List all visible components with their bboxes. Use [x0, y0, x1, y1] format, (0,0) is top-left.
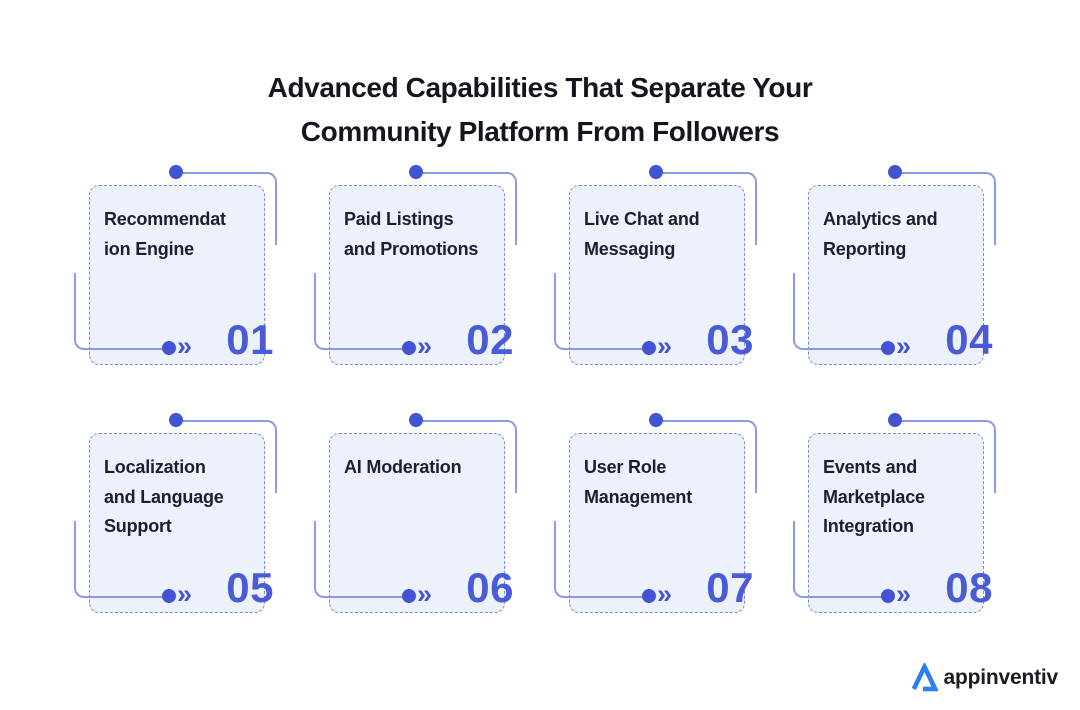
card-label: User Role Management	[584, 457, 693, 507]
card-label: AI Moderation	[344, 457, 462, 477]
card-label: Analytics and Reporting	[823, 209, 938, 259]
brand-name: appinventiv	[943, 665, 1059, 689]
double-chevron-icon: »	[417, 331, 433, 361]
card-number: 07	[706, 564, 754, 611]
connector-line-bottom	[554, 521, 651, 598]
double-chevron-icon: »	[896, 579, 912, 609]
page-title: Advanced Capabilities That Separate Your…	[0, 66, 1080, 154]
connector-line-top	[656, 172, 757, 245]
connector-line-bottom	[74, 521, 171, 598]
connector-dot-icon	[888, 413, 902, 427]
connector-dot-icon	[642, 589, 656, 603]
card-label: Live Chat and Messaging	[584, 209, 700, 259]
card-label: Localization and Language Support	[104, 457, 224, 536]
double-chevron-icon: »	[896, 331, 912, 361]
capability-card-04: » Analytics and Reporting 04	[793, 165, 996, 365]
connector-line-top	[895, 172, 996, 245]
capability-card-07: » User Role Management 07	[554, 413, 757, 613]
connector-dot-icon	[649, 165, 663, 179]
connector-dot-icon	[649, 413, 663, 427]
double-chevron-icon: »	[177, 579, 193, 609]
appinventiv-triangle-icon	[911, 663, 938, 692]
connector-line-bottom	[314, 273, 411, 350]
card-box	[808, 433, 984, 613]
capability-card-08: » Events and Marketplace Integration 08	[793, 413, 996, 613]
card-box	[329, 185, 505, 365]
card-number: 02	[466, 316, 514, 363]
connector-line-top	[656, 420, 757, 493]
connector-dot-icon	[409, 413, 423, 427]
card-box	[569, 433, 745, 613]
page-title-line-2: Community Platform From Followers	[300, 115, 780, 147]
connector-line-bottom	[314, 521, 411, 598]
card-label: Recommendat ion Engine	[104, 209, 226, 259]
capability-card-02: » Paid Listings and Promotions 02	[314, 165, 517, 365]
connector-line-top	[176, 172, 277, 245]
double-chevron-icon: »	[177, 331, 193, 361]
connector-line-bottom	[554, 273, 651, 350]
connector-dot-icon	[162, 589, 176, 603]
connector-line-top	[176, 420, 277, 493]
connector-dot-icon	[881, 341, 895, 355]
connector-dot-icon	[169, 165, 183, 179]
connector-dot-icon	[881, 589, 895, 603]
capability-card-01: » Recommendat ion Engine 01	[74, 165, 277, 365]
card-number: 08	[945, 564, 993, 611]
connector-line-bottom	[74, 273, 171, 350]
connector-line-top	[416, 420, 517, 493]
double-chevron-icon: »	[417, 579, 433, 609]
double-chevron-icon: »	[657, 331, 673, 361]
connector-dot-icon	[162, 341, 176, 355]
card-label: Events and Marketplace Integration	[823, 457, 925, 536]
card-box	[89, 433, 265, 613]
brand-logo: appinventiv	[911, 663, 1059, 692]
connector-line-bottom	[793, 521, 890, 598]
connector-line-bottom	[793, 273, 890, 350]
card-box	[808, 185, 984, 365]
connector-dot-icon	[642, 341, 656, 355]
connector-line-top	[895, 420, 996, 493]
connector-dot-icon	[402, 341, 416, 355]
double-chevron-icon: »	[657, 579, 673, 609]
card-number: 01	[226, 316, 274, 363]
connector-dot-icon	[888, 165, 902, 179]
page-title-line-1: Advanced Capabilities That Separate Your	[267, 71, 813, 103]
card-number: 04	[945, 316, 993, 363]
card-box	[329, 433, 505, 613]
connector-line-top	[416, 172, 517, 245]
capability-card-03: » Live Chat and Messaging 03	[554, 165, 757, 365]
connector-dot-icon	[169, 413, 183, 427]
capability-card-05: » Localization and Language Support 05	[74, 413, 277, 613]
card-number: 03	[706, 316, 754, 363]
card-number: 05	[226, 564, 274, 611]
card-number: 06	[466, 564, 514, 611]
capability-card-06: » AI Moderation 06	[314, 413, 517, 613]
card-box	[89, 185, 265, 365]
connector-dot-icon	[409, 165, 423, 179]
card-label: Paid Listings and Promotions	[344, 209, 479, 259]
connector-dot-icon	[402, 589, 416, 603]
card-box	[569, 185, 745, 365]
